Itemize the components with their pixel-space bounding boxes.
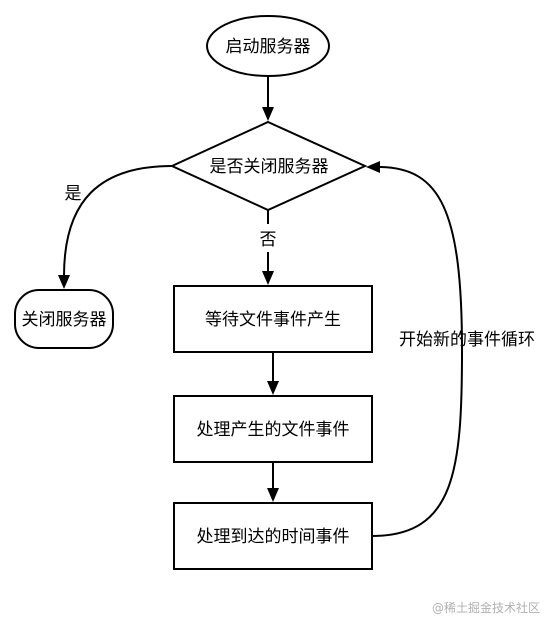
- edge-yes-label: 是: [65, 184, 82, 204]
- watermark: @稀土掘金技术社区: [432, 600, 540, 615]
- decision-node: 是否关闭服务器: [169, 120, 368, 212]
- wait-node: 等待文件事件产生: [173, 285, 373, 353]
- process-time-node-label: 处理到达的时间事件: [197, 527, 350, 547]
- start-node-label: 启动服务器: [226, 37, 311, 57]
- edge-no-label: 否: [260, 230, 277, 250]
- edge-wait-to-process-file: [267, 352, 279, 395]
- wait-node-label: 等待文件事件产生: [205, 310, 341, 330]
- decision-node-label: 是否关闭服务器: [210, 157, 329, 177]
- process-time-node: 处理到达的时间事件: [173, 502, 373, 570]
- close-node: 关闭服务器: [14, 289, 114, 349]
- edge-loop-back: 开始新的事件循环: [366, 161, 535, 537]
- process-file-node: 处理产生的文件事件: [173, 395, 373, 463]
- close-node-label: 关闭服务器: [22, 310, 107, 330]
- start-node: 启动服务器: [206, 15, 330, 77]
- edge-decision-no: 否: [260, 210, 277, 285]
- edge-process-file-to-process-time: [267, 462, 279, 502]
- process-file-node-label: 处理产生的文件事件: [197, 420, 350, 440]
- edge-start-to-decision: [262, 76, 274, 121]
- edge-loop-label: 开始新的事件循环: [399, 330, 535, 350]
- edge-decision-yes: 是: [58, 165, 173, 289]
